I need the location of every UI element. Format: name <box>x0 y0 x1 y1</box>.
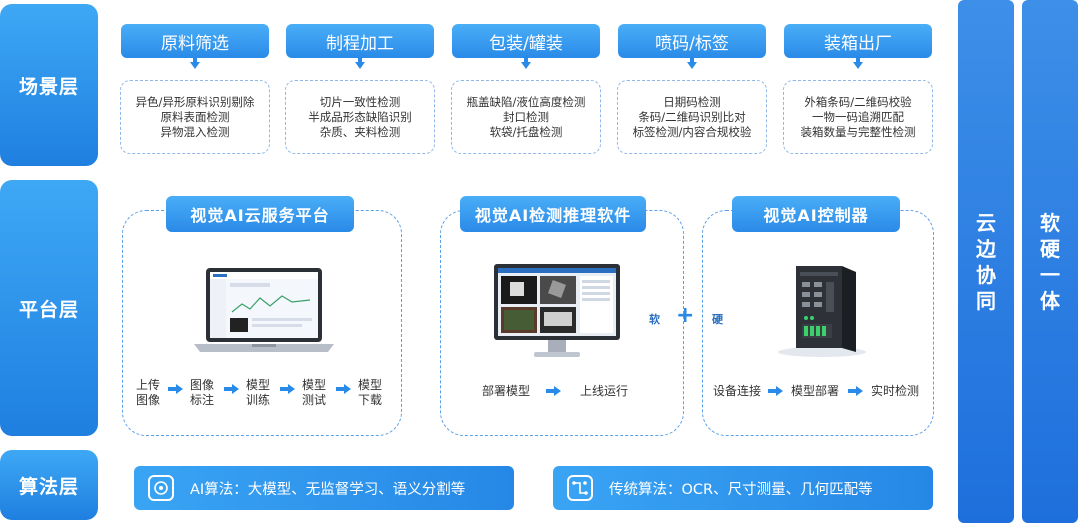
stage-item: 软袋/托盘检测 <box>489 124 563 139</box>
arrow-right-icon <box>168 384 184 394</box>
circuit-icon <box>567 475 593 501</box>
hard-label: 硬 <box>712 313 723 326</box>
stage-header-shipping: 装箱出厂 <box>784 24 932 58</box>
laptop-image <box>194 268 334 352</box>
flow-step-online: 上线运行 <box>579 384 628 398</box>
soft-label: 软 <box>649 313 660 326</box>
stage-header-package: 包装/罐装 <box>452 24 600 58</box>
stage-item: 半成品形态缺陷识别 <box>308 109 412 124</box>
flow-step-annotate: 图像 标注 <box>189 378 214 407</box>
layer-label-scene: 场景层 <box>0 4 98 166</box>
platform-title-inference: 视觉AI检测推理软件 <box>460 196 646 232</box>
cloud-edge-bar: 云 边 协 同 <box>958 0 1014 523</box>
stage-box-package: 瓶盖缺陷/液位高度检测 封口检测 软袋/托盘检测 <box>451 80 601 154</box>
stage-box-raw: 异色/异形原料识别剔除 原料表面检测 异物混入检测 <box>120 80 270 154</box>
cloud-edge-char: 边 <box>976 236 996 261</box>
stage-header-process: 制程加工 <box>286 24 434 58</box>
stage-header-label: 喷码/标签 <box>618 24 766 58</box>
arrow-down-icon <box>521 57 531 69</box>
stage-item: 外箱条码/二维码校验 <box>804 94 912 109</box>
stage-item: 标签检测/内容合规校验 <box>632 124 752 139</box>
monitor-image <box>494 264 620 357</box>
stage-item: 条码/二维码识别比对 <box>638 109 746 124</box>
stage-box-process: 切片一致性检测 半成品形态缺陷识别 杂质、夹料检测 <box>285 80 435 154</box>
stage-item: 异色/异形原料识别剔除 <box>135 94 255 109</box>
stage-item: 装箱数量与完整性检测 <box>800 124 916 139</box>
cloud-edge-char: 协 <box>976 262 996 287</box>
soft-hard-char: 体 <box>1040 288 1060 313</box>
soft-hard-char: 一 <box>1040 262 1060 287</box>
flow-step-connect: 设备连接 <box>712 384 761 398</box>
flow-step-download: 模型 下载 <box>357 378 382 407</box>
stage-box-label: 日期码检测 条码/二维码识别比对 标签检测/内容合规校验 <box>617 80 767 154</box>
stage-item: 切片一致性检测 <box>319 94 401 109</box>
stage-item: 杂质、夹料检测 <box>319 124 401 139</box>
stage-item: 原料表面检测 <box>160 109 230 124</box>
stage-item: 一物一码追溯匹配 <box>812 109 904 124</box>
arrow-down-icon <box>853 57 863 69</box>
stage-item: 日期码检测 <box>663 94 721 109</box>
layer-label-algorithm: 算法层 <box>0 450 98 520</box>
flow-step-deploy: 部署模型 <box>481 384 530 398</box>
flow-step-model-deploy: 模型部署 <box>790 384 839 398</box>
algo-bar-traditional: 传统算法：OCR、尺寸测量、几何匹配等 <box>553 466 933 510</box>
arrow-right-icon <box>280 384 296 394</box>
flow-step-realtime: 实时检测 <box>870 384 919 398</box>
algo-traditional-text: 传统算法：OCR、尺寸测量、几何匹配等 <box>609 481 873 498</box>
arrow-down-icon <box>190 57 200 69</box>
platform-title-controller: 视觉AI控制器 <box>732 196 900 232</box>
layer-label-platform: 平台层 <box>0 180 98 436</box>
cloud-edge-char: 同 <box>976 288 996 313</box>
stage-item: 封口检测 <box>503 109 549 124</box>
soft-hard-char: 硬 <box>1040 236 1060 261</box>
algo-bar-ai: AI算法：大模型、无监督学习、语义分割等 <box>134 466 514 510</box>
flow-step-test: 模型 测试 <box>301 378 326 407</box>
platform-title-cloud: 视觉AI云服务平台 <box>166 196 354 232</box>
arrow-down-icon <box>687 57 697 69</box>
arrow-right-icon <box>546 386 562 396</box>
arrow-right-icon <box>224 384 240 394</box>
arrow-right-icon <box>848 386 864 396</box>
stage-box-shipping: 外箱条码/二维码校验 一物一码追溯匹配 装箱数量与完整性检测 <box>783 80 933 154</box>
stage-item: 异物混入检测 <box>160 124 230 139</box>
arrow-right-icon <box>768 386 784 396</box>
stage-header-raw: 原料筛选 <box>121 24 269 58</box>
arrow-right-icon <box>336 384 352 394</box>
algo-ai-text: AI算法：大模型、无监督学习、语义分割等 <box>190 481 466 498</box>
flow-step-train: 模型 训练 <box>245 378 270 407</box>
cloud-edge-char: 云 <box>976 210 996 235</box>
soft-hard-char: 软 <box>1040 210 1060 235</box>
brain-icon <box>148 475 174 501</box>
soft-hard-bar: 软 硬 一 体 <box>1022 0 1078 523</box>
stage-item: 瓶盖缺陷/液位高度检测 <box>466 94 586 109</box>
plus-icon: + <box>676 303 695 328</box>
controller-image <box>778 266 866 357</box>
flow-step-upload: 上传 图像 <box>135 378 160 407</box>
arrow-down-icon <box>355 57 365 69</box>
